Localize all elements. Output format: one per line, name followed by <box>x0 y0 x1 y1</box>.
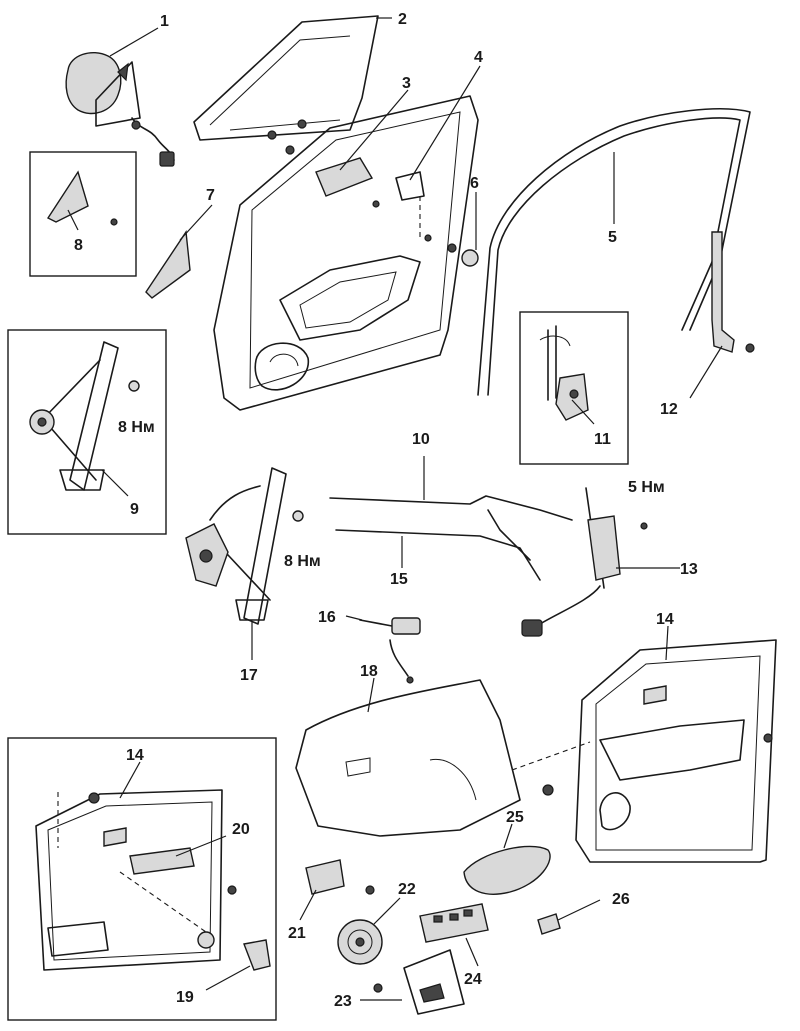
inset-box-alt-door-trim <box>7 737 277 1021</box>
callout-23: 23 <box>334 993 352 1010</box>
power-window-switch <box>419 903 489 943</box>
callout-4: 4 <box>474 49 483 66</box>
callout-18: 18 <box>360 663 378 680</box>
door-bumper-grommet <box>447 243 479 267</box>
callout-15: 15 <box>390 571 408 588</box>
inner-door-handle <box>197 931 271 971</box>
callout-1: 1 <box>160 13 169 30</box>
callout-13: 13 <box>680 561 698 578</box>
leader-lines <box>67 17 723 1001</box>
door-trim-panel-alt <box>35 789 237 971</box>
callout-20: 20 <box>232 821 250 838</box>
inset-box-lock-actuator <box>519 311 629 465</box>
torque-label-latch: 5 Нм <box>628 479 665 496</box>
callout-7: 7 <box>206 187 215 204</box>
torque-label-regulator: 8 Нм <box>284 553 321 570</box>
manual-window-regulator <box>29 341 140 491</box>
mirror-switch-harness <box>359 617 421 684</box>
callout-2: 2 <box>398 11 407 28</box>
inset-box-mirror-cover <box>29 151 137 277</box>
fastener-line <box>511 741 591 771</box>
callout-8: 8 <box>74 237 83 254</box>
callout-6: 6 <box>470 175 479 192</box>
door-shell <box>213 95 479 411</box>
callout-11: 11 <box>594 431 611 448</box>
glass-run-channel <box>711 231 755 353</box>
fastener-line <box>119 871 207 933</box>
corner-trim-piece <box>145 229 191 299</box>
callout-19: 19 <box>176 989 194 1006</box>
torque-label-regulator-inset: 8 Нм <box>118 419 155 436</box>
callout-5: 5 <box>608 229 617 246</box>
callout-10: 10 <box>412 431 430 448</box>
callout-26: 26 <box>612 891 630 908</box>
door-weatherstrip <box>477 108 751 396</box>
callout-25: 25 <box>506 809 524 826</box>
callout-22: 22 <box>398 881 416 898</box>
power-window-regulator <box>185 467 304 625</box>
callout-14: 14 <box>656 611 674 628</box>
callout-17: 17 <box>240 667 258 684</box>
callout-21: 21 <box>288 925 306 942</box>
callout-12: 12 <box>660 401 678 418</box>
courtesy-lamp <box>537 913 561 935</box>
inset-box-manual-regulator <box>7 329 167 535</box>
callout-14-inset: 14 <box>126 747 144 764</box>
armrest-cover <box>463 845 551 895</box>
door-trim-panel <box>542 639 777 863</box>
door-lock-rods <box>329 495 573 581</box>
door-water-shield <box>295 679 521 837</box>
mirror-inner-cover <box>46 170 118 226</box>
callout-labels: 1 2 3 4 5 6 7 8 9 10 11 12 13 14 14 15 1… <box>74 11 698 1010</box>
door-speaker <box>337 919 383 965</box>
handle-bezel <box>305 859 375 895</box>
door-glass <box>193 15 379 155</box>
outside-mirror <box>65 52 175 167</box>
callout-24: 24 <box>464 971 482 988</box>
callout-16: 16 <box>318 609 336 626</box>
speaker-grille <box>373 949 465 1015</box>
callout-3: 3 <box>402 75 411 92</box>
callout-9: 9 <box>130 501 139 518</box>
door-latch-assembly <box>521 487 648 637</box>
lock-actuator-assembly <box>539 325 589 421</box>
